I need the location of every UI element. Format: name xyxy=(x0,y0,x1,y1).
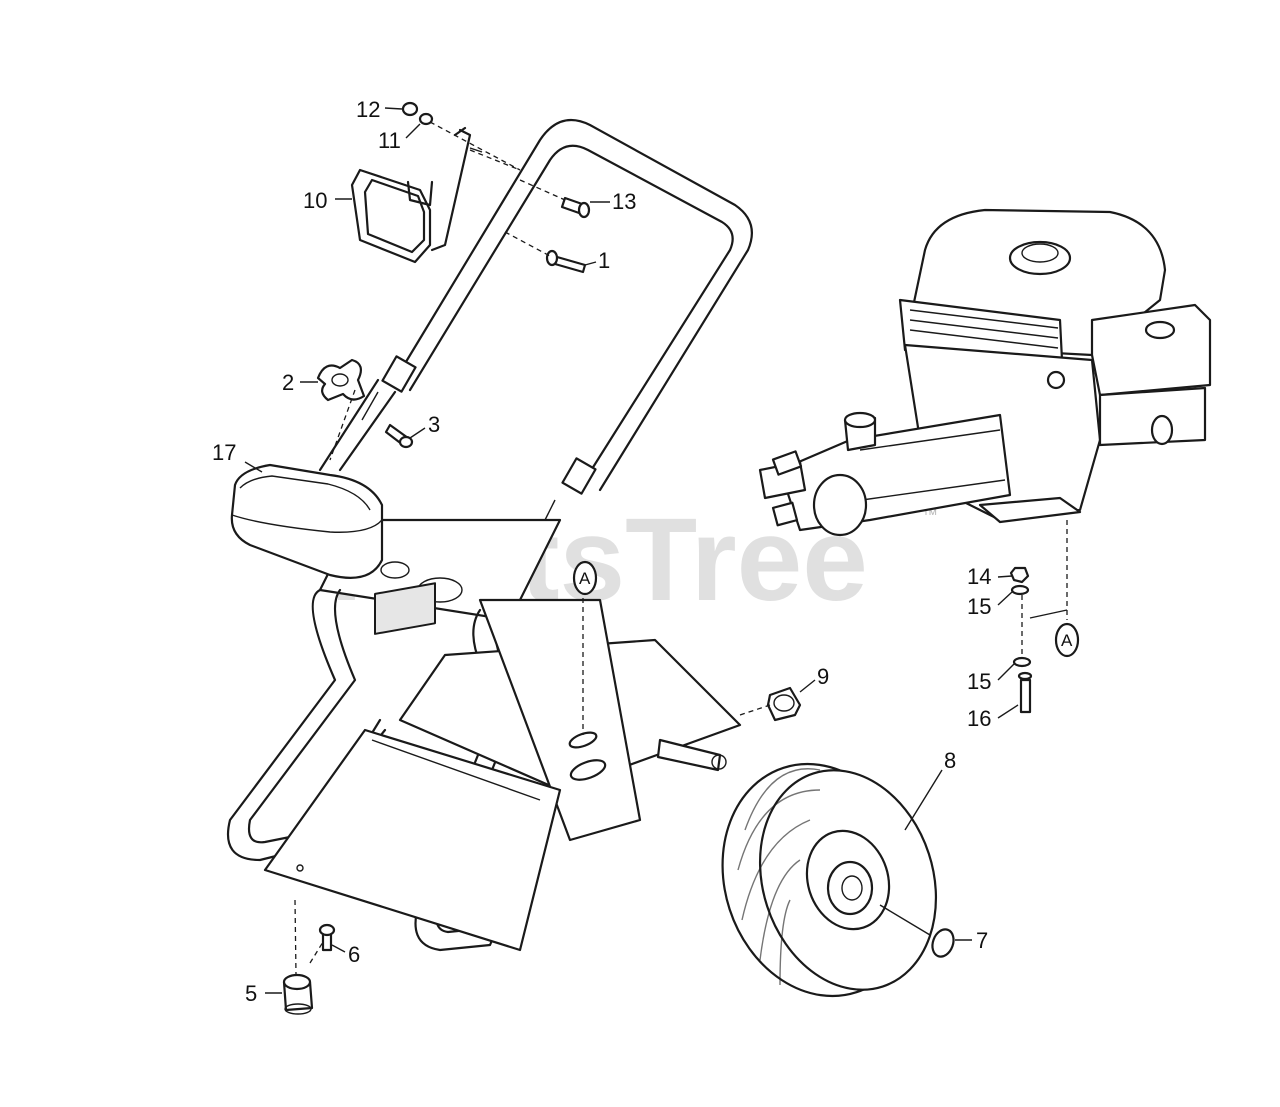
callout-15-upper: 15 xyxy=(967,594,991,619)
callout-12: 12 xyxy=(356,97,380,122)
callout-16: 16 xyxy=(967,706,991,731)
watermark-trademark: ™ xyxy=(922,507,938,524)
assembly-lines xyxy=(294,121,1068,976)
leader-lines xyxy=(244,107,1019,994)
callout-15-lower: 15 xyxy=(967,669,991,694)
knob-2 xyxy=(316,358,366,402)
callout-10: 10 xyxy=(303,188,327,213)
callout-1: 1 xyxy=(598,248,610,273)
base-frame xyxy=(226,518,742,952)
callout-17: 17 xyxy=(212,440,236,465)
retaining-ring-7 xyxy=(931,928,955,958)
reference-mark-a-right-label: A xyxy=(1061,631,1073,650)
reference-mark-a-right: A xyxy=(1054,622,1080,658)
wheel-8 xyxy=(721,762,938,998)
nut-washer-top xyxy=(401,101,434,126)
callout-7: 7 xyxy=(976,928,988,953)
callout-2: 2 xyxy=(282,370,294,395)
callout-14: 14 xyxy=(967,564,991,589)
bolt-1 xyxy=(545,249,587,274)
callout-8: 8 xyxy=(944,748,956,773)
callout-6: 6 xyxy=(348,942,360,967)
bolt-3 xyxy=(384,423,414,449)
reference-mark-a-left-label: A xyxy=(579,569,591,588)
callout-5: 5 xyxy=(245,981,257,1006)
callout-11: 11 xyxy=(378,128,401,153)
hub-cap-9 xyxy=(766,686,802,722)
rubber-foot-5 xyxy=(282,973,314,1015)
reference-mark-a-left: A xyxy=(572,560,598,596)
callout-labels: 12 11 10 13 1 2 3 17 14 15 15 16 9 8 7 6… xyxy=(212,97,991,1006)
callout-13: 13 xyxy=(612,189,636,214)
frame-handle xyxy=(318,118,753,521)
callout-9: 9 xyxy=(817,664,829,689)
callout-3: 3 xyxy=(428,412,440,437)
hose-hook-bracket xyxy=(350,126,483,264)
engine-mount-hardware xyxy=(1009,566,1033,714)
bolt-13 xyxy=(560,196,591,219)
engine-pump-assembly xyxy=(758,208,1212,537)
accessory-tray-17 xyxy=(230,463,384,579)
bolt-6 xyxy=(318,923,336,952)
